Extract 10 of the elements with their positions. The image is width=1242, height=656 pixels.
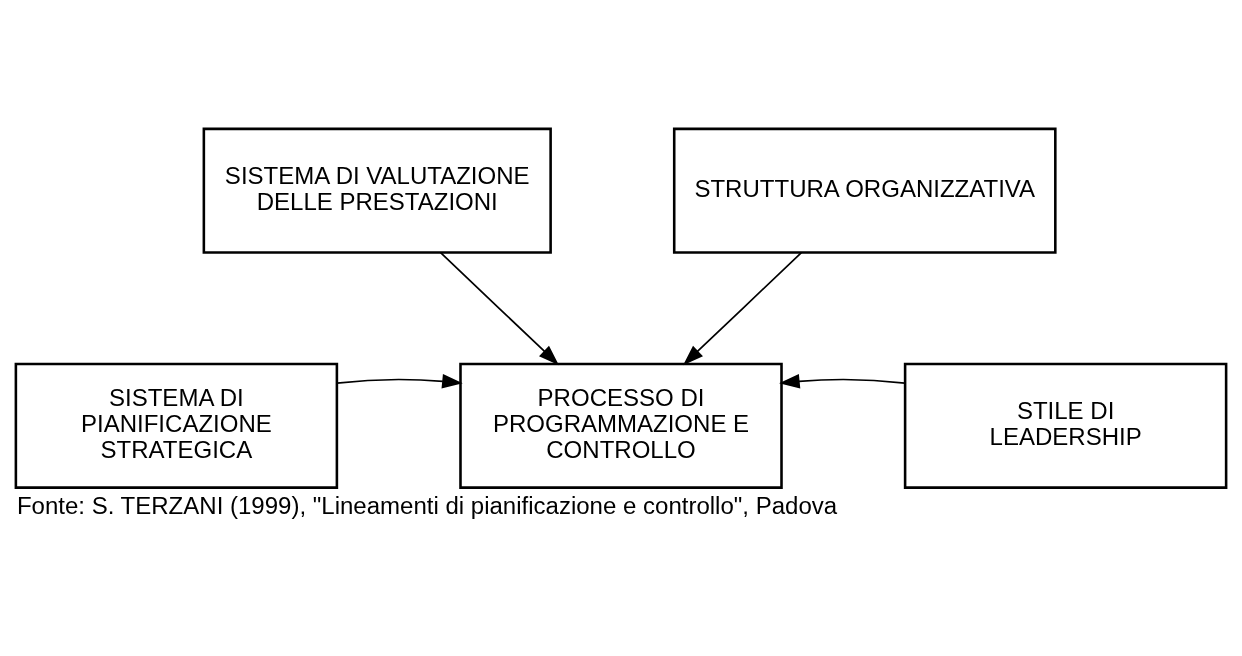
- node-box: SISTEMA DI PIANIFICAZIONE STRATEGICA: [14, 362, 339, 489]
- node-box: SISTEMA DI VALUTAZIONE DELLE PRESTAZIONI: [202, 127, 552, 254]
- arrow: [683, 251, 803, 366]
- arrow: [336, 374, 463, 389]
- node-box: PROCESSO DI PROGRAMMAZIONE E CONTROLLO: [459, 362, 783, 489]
- arrow: [779, 374, 906, 389]
- node-box: STILE DI LEADERSHIP: [903, 362, 1228, 489]
- caption: Fonte: S. TERZANI (1999), "Lineamenti di pianificazione e controllo", Padova: [16, 491, 838, 519]
- arrow: [439, 251, 559, 366]
- node-box: STRUTTURA ORGANIZZATIVA: [672, 127, 1057, 254]
